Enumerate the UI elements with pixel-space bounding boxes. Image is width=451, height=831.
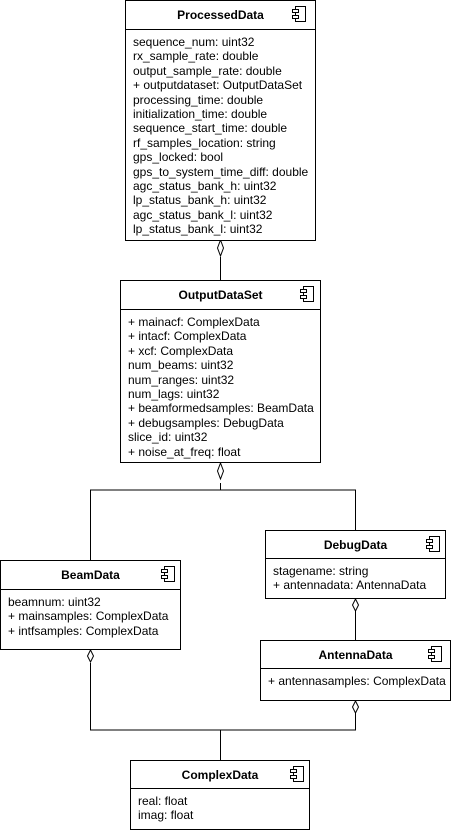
attribute-list: + mainacf: ComplexData+ intacf: ComplexD… <box>121 310 320 459</box>
diamond-icon <box>216 238 225 258</box>
class-attribute: + outputdataset: OutputDataSet <box>133 78 303 93</box>
class-attribute: real: float <box>138 794 188 808</box>
class-debug-data[interactable]: DebugData stagename: string+ antennadata… <box>265 530 446 599</box>
class-attribute: + noise_at_freq: float <box>128 444 241 459</box>
edge-output-debug <box>220 489 356 530</box>
class-title: ProcessedData <box>177 8 264 22</box>
class-attribute: + debugsamples: DebugData <box>128 415 284 430</box>
class-attribute: output_sample_rate: double <box>133 63 282 78</box>
class-header: AntennaData <box>261 641 450 669</box>
attribute-list: beamnum: uint32+ mainsamples: ComplexDat… <box>1 590 180 638</box>
class-attribute: rf_samples_location: string <box>133 135 276 150</box>
class-attribute: lp_status_bank_h: uint32 <box>133 193 267 208</box>
class-attribute: stagename: string <box>273 564 369 578</box>
class-attribute: sequence_num: uint32 <box>133 35 255 49</box>
class-attribute: + intfsamples: ComplexData <box>8 623 159 638</box>
class-header: OutputDataSet <box>121 281 320 310</box>
class-header: DebugData <box>266 531 445 559</box>
component-icon <box>428 646 442 662</box>
edge-antenna-complex <box>220 713 356 731</box>
class-antenna-data[interactable]: AntennaData + antennasamples: ComplexDat… <box>260 640 451 701</box>
class-header: ComplexData <box>131 761 309 789</box>
diamond-icon <box>86 648 95 664</box>
class-output-data-set[interactable]: OutputDataSet + mainacf: ComplexData+ in… <box>120 280 321 463</box>
class-title: AntennaData <box>318 647 393 662</box>
diamond-icon <box>351 597 360 613</box>
class-attribute: num_lags: uint32 <box>128 387 220 402</box>
class-attribute: num_ranges: uint32 <box>128 372 235 387</box>
class-attribute: + beamformedsamples: BeamData <box>128 401 314 416</box>
class-beam-data[interactable]: BeamData beamnum: uint32+ mainsamples: C… <box>0 560 181 650</box>
attribute-list: stagename: string+ antennadata: AntennaD… <box>266 559 445 593</box>
class-attribute: imag: float <box>138 808 194 823</box>
class-header: ProcessedData <box>126 1 315 30</box>
component-icon <box>161 566 175 582</box>
edge-beam-complex <box>90 663 221 761</box>
class-attribute: num_beams: uint32 <box>128 358 234 373</box>
class-attribute: lp_status_bank_l: uint32 <box>133 222 263 237</box>
class-attribute: gps_to_system_time_diff: double <box>133 164 309 179</box>
edge-output-beam <box>90 483 221 561</box>
class-attribute: initialization_time: double <box>133 107 268 122</box>
class-title: DebugData <box>323 537 388 552</box>
component-icon <box>292 6 306 22</box>
class-header: BeamData <box>1 561 180 590</box>
class-attribute: agc_status_bank_h: uint32 <box>133 179 277 194</box>
class-attribute: processing_time: double <box>133 92 264 107</box>
class-attribute: + antennasamples: ComplexData <box>268 674 446 688</box>
class-attribute: rx_sample_rate: double <box>133 49 259 64</box>
diamond-icon <box>351 699 360 715</box>
class-attribute: + intacf: ComplexData <box>128 329 247 344</box>
class-attribute: + mainacf: ComplexData <box>128 315 260 329</box>
component-icon <box>300 286 314 302</box>
diamond-icon <box>216 461 225 481</box>
class-attribute: sequence_start_time: double <box>133 121 288 136</box>
class-title: ComplexData <box>181 767 259 782</box>
class-attribute: gps_locked: bool <box>133 150 224 165</box>
class-attribute: + antennadata: AntennaData <box>273 578 427 593</box>
class-attribute: beamnum: uint32 <box>8 595 101 609</box>
class-attribute: slice_id: uint32 <box>128 430 208 445</box>
attribute-list: + antennasamples: ComplexData <box>261 669 450 688</box>
class-attribute: agc_status_bank_l: uint32 <box>133 207 273 222</box>
class-attribute: + xcf: ComplexData <box>128 343 234 358</box>
class-title: OutputDataSet <box>178 288 263 302</box>
component-icon <box>426 536 440 552</box>
class-title: BeamData <box>61 568 120 582</box>
class-attribute: + mainsamples: ComplexData <box>8 609 169 624</box>
component-icon <box>290 766 304 782</box>
